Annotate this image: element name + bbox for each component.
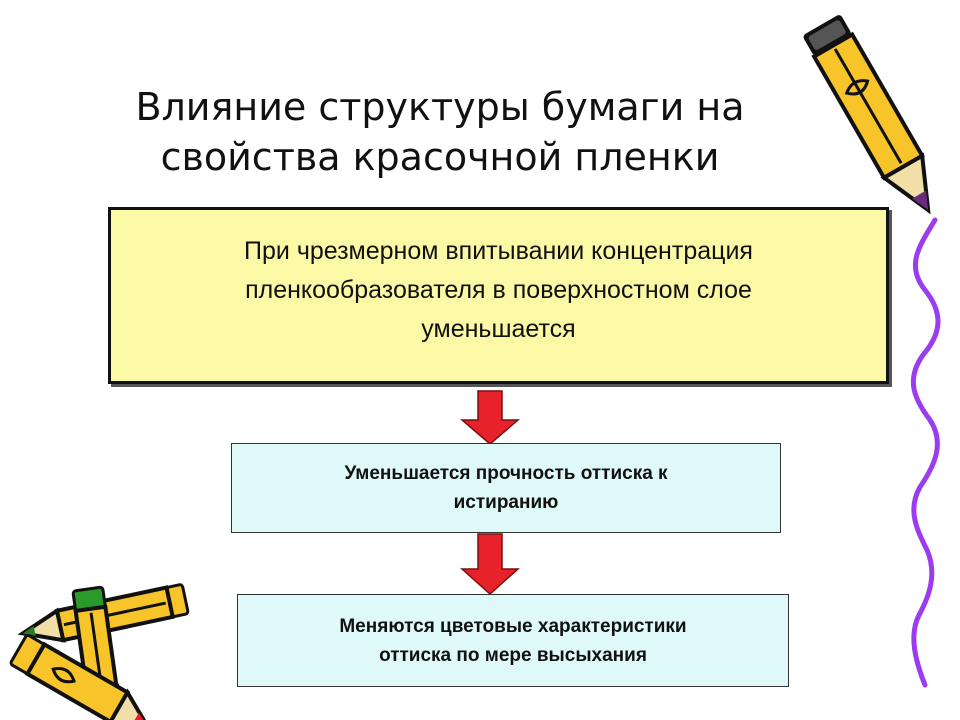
slide-title: Влияние структуры бумаги на свойства кра…	[90, 82, 790, 182]
wavy-line-decoration	[910, 217, 941, 688]
pencils-icon	[9, 583, 190, 720]
box3-line-1: Меняются цветовые характеристики	[339, 615, 687, 637]
consequence-box-abrasion: Уменьшается прочность оттиска к истирани…	[231, 443, 781, 533]
down-arrow-icon	[460, 533, 520, 595]
main-box-line-3: уменьшается	[421, 315, 576, 343]
pencil-icon	[803, 15, 931, 215]
down-arrow-icon	[460, 390, 520, 445]
box3-line-2: оттиска по мере высыхания	[379, 644, 647, 666]
main-box-line-1: При чрезмерном впитывании концентрация	[244, 237, 753, 265]
main-box-line-2: пленкообразователя в поверхностном слое	[245, 276, 752, 304]
consequence-box-color: Меняются цветовые характеристики оттиска…	[237, 594, 789, 687]
main-statement-box: При чрезмерном впитывании концентрация п…	[108, 207, 889, 384]
title-line-2: свойства красочной пленки	[160, 135, 720, 179]
box2-line-2: истиранию	[453, 492, 559, 513]
box2-line-1: Уменьшается прочность оттиска к	[344, 463, 668, 484]
title-line-1: Влияние структуры бумаги на	[135, 85, 745, 129]
